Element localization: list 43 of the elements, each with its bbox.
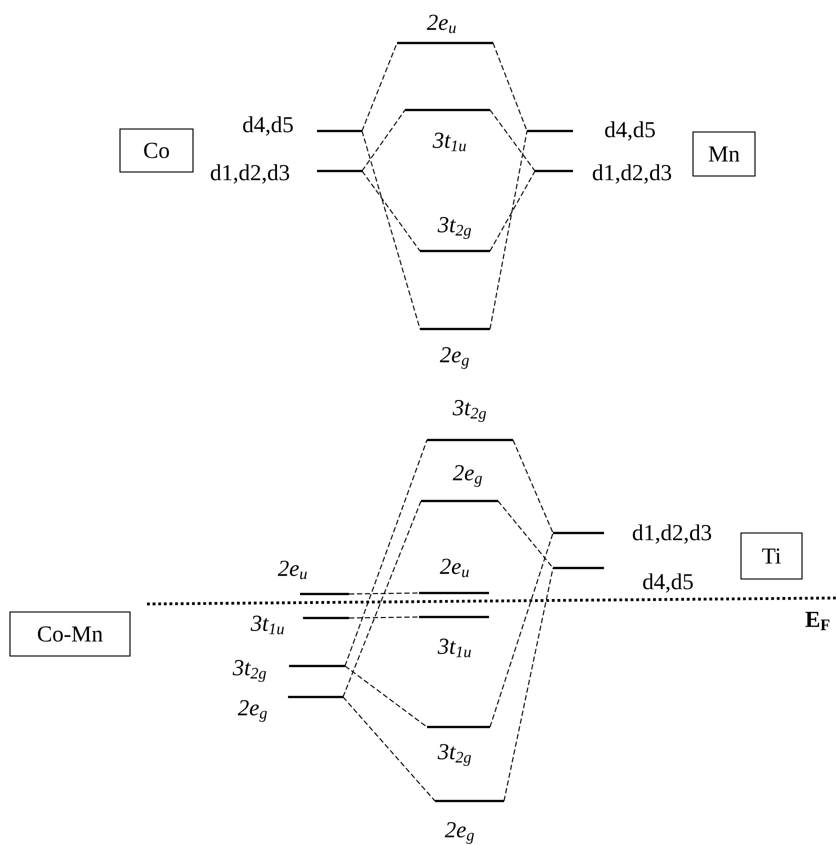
connector-line — [489, 130, 528, 330]
connector-line — [362, 170, 420, 252]
element-box: Co — [119, 128, 194, 173]
energy-level: 2e$_{u}$ — [397, 14, 493, 44]
connector-line — [490, 532, 554, 728]
energy-level: 3t$_{2g}$ — [427, 726, 490, 766]
connector-line — [344, 666, 428, 728]
element-box: Mn — [692, 131, 756, 177]
connector-line — [349, 616, 420, 619]
energy-level: 3t$_{1u}$ — [419, 616, 489, 658]
energy-level: 2e$_{g}$ — [238, 696, 343, 722]
energy-level: d1,d2,d3 — [210, 164, 362, 184]
energy-level: 2e$_{g}$ — [435, 800, 504, 844]
energy-level: 2e$_{u}$ — [419, 558, 489, 594]
energy-level: 3t$_{1u}$ — [250, 616, 349, 634]
connector-line — [492, 42, 528, 132]
element-box: Co-Mn — [9, 611, 131, 657]
connector-line — [362, 130, 421, 330]
connector-line — [512, 440, 554, 534]
energy-level: 2e$_{g}$ — [421, 465, 498, 502]
energy-level: 2e$_{u}$ — [278, 560, 349, 596]
energy-level: d4,d5 — [243, 116, 362, 136]
energy-level: 3t$_{2g}$ — [420, 217, 490, 252]
energy-level: d1,d2,d3 — [553, 524, 712, 544]
energy-level: 3t$_{1u}$ — [405, 108, 490, 152]
connector-line — [490, 110, 536, 172]
connector-line — [362, 42, 398, 132]
connector-line — [342, 696, 436, 802]
connector-line — [490, 170, 536, 252]
energy-level: 3t$_{2g}$ — [232, 660, 345, 682]
connector-line — [342, 500, 422, 698]
connector-line — [344, 440, 428, 666]
energy-level: d4,d5 — [553, 566, 693, 593]
connector-line — [362, 110, 406, 172]
connector-line — [349, 592, 420, 595]
energy-level: 2e$_{g}$ — [420, 328, 490, 369]
fermi-level-label: E$_{F}$ — [805, 612, 830, 630]
energy-level: d1,d2,d3 — [535, 164, 672, 184]
energy-level: 3t$_{2g}$ — [427, 400, 513, 442]
energy-level: d4,d5 — [527, 121, 655, 141]
element-box: Ti — [740, 532, 803, 580]
connector-line — [498, 500, 554, 568]
connector-line — [503, 568, 554, 802]
